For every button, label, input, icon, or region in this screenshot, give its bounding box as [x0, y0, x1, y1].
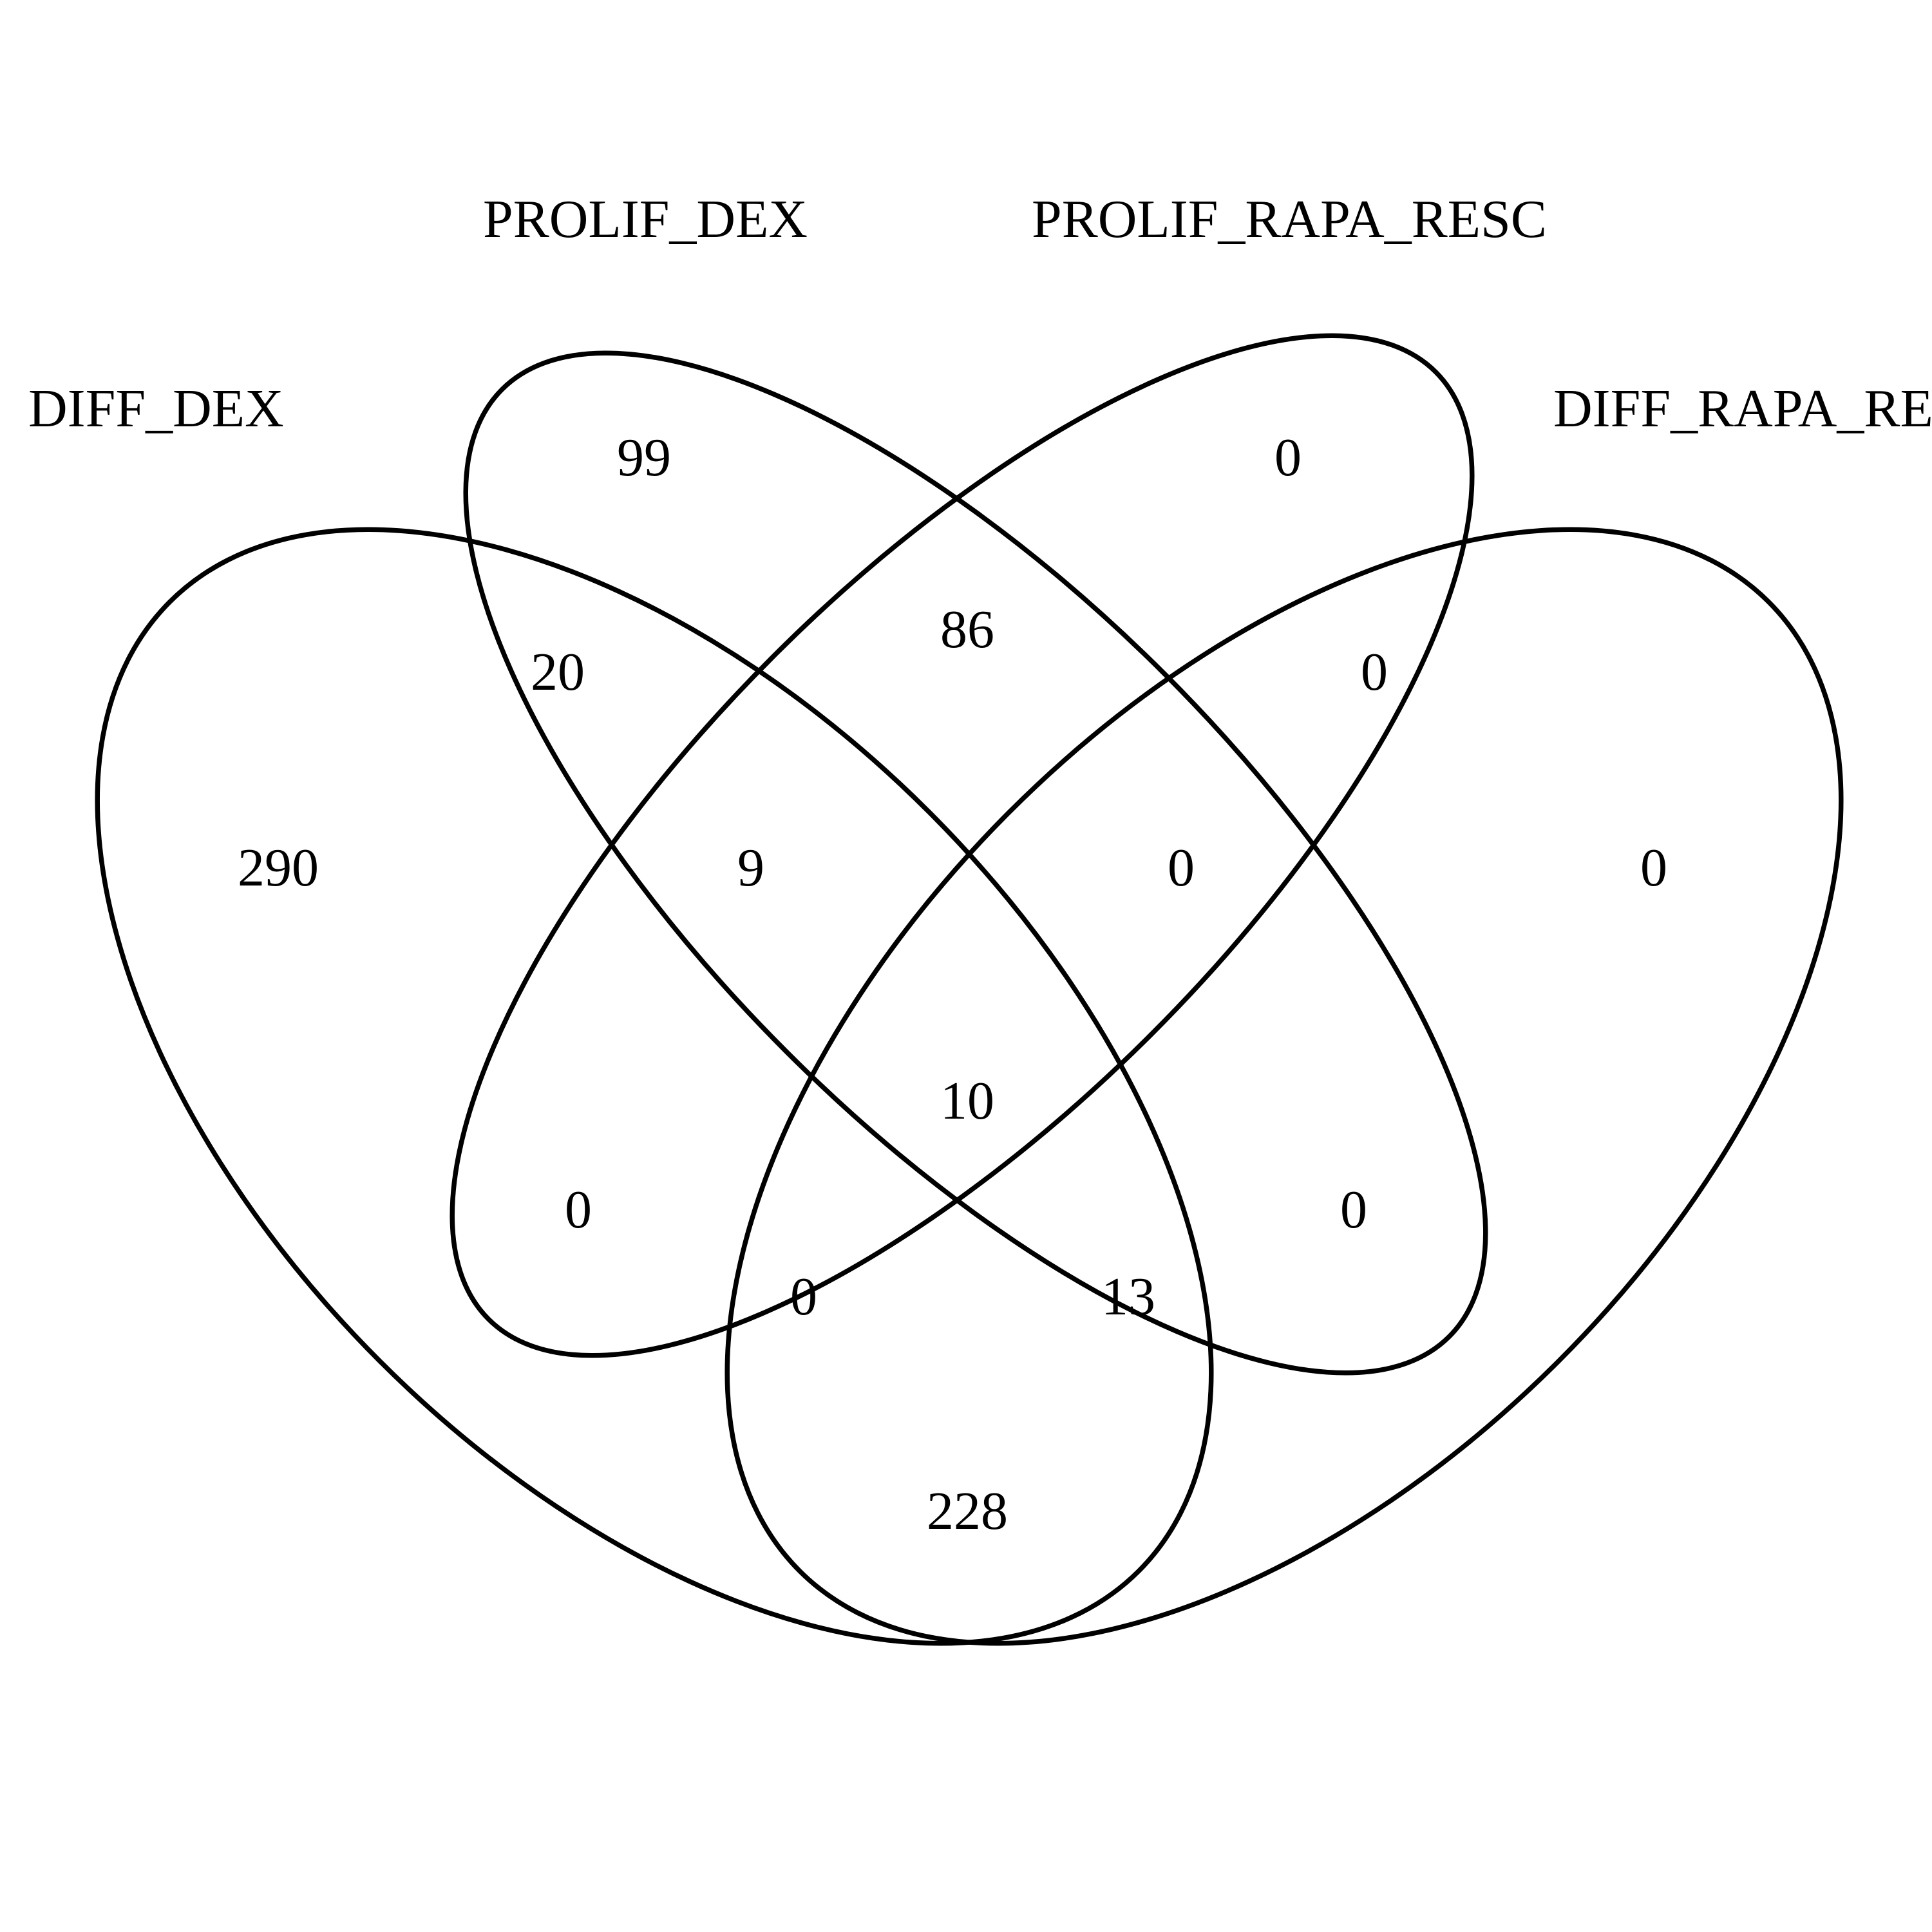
region-count-diff-dex-prolif-dex-diff-rapa-re: 13	[1101, 1267, 1155, 1327]
set-label-prolif-dex: PROLIF_DEX	[483, 189, 808, 249]
region-count-prolif-rapa-resc-diff-rapa-re: 0	[1361, 642, 1388, 702]
region-count-prolif-dex-prolif-rapa-resc: 86	[940, 600, 994, 659]
region-count-prolif-dex-diff-rapa-re: 0	[1340, 1180, 1367, 1240]
region-count-diff-dex-prolif-dex: 20	[531, 642, 585, 702]
region-count-diff-dex-diff-rapa-re: 228	[927, 1481, 1008, 1541]
set-label-prolif-rapa-resc: PROLIF_RAPA_RESC	[1032, 189, 1547, 249]
set-outline-diff-rapa-re	[724, 527, 1844, 1646]
region-counts: 290 99 0 0 20 86 0 9 0 10 0 0 0 13 228	[238, 428, 1667, 1541]
set-outline-diff-dex	[95, 527, 1214, 1646]
set-outline-prolif-dex	[463, 350, 1488, 1376]
region-count-diff-dex-prolif-rapa-resc: 0	[565, 1180, 592, 1240]
region-count-prolif-dex-prolif-rapa-resc-diff-rapa-re: 0	[1168, 838, 1195, 898]
set-label-diff-dex: DIFF_DEX	[28, 379, 284, 439]
region-count-diff-dex-prolif-rapa-resc-diff-rapa-re: 0	[790, 1267, 817, 1327]
region-count-diff-dex-prolif-dex-prolif-rapa-resc: 9	[737, 838, 764, 898]
region-count-diff-dex-only: 290	[238, 838, 319, 898]
region-count-diff-rapa-re-only: 0	[1640, 838, 1667, 898]
region-count-prolif-dex-only: 99	[617, 428, 671, 488]
region-count-prolif-rapa-resc-only: 0	[1274, 428, 1302, 488]
set-labels: DIFF_DEX PROLIF_DEX PROLIF_RAPA_RESC DIF…	[28, 189, 1932, 439]
region-count-all-four: 10	[940, 1071, 994, 1131]
set-label-diff-rapa-re: DIFF_RAPA_RE	[1553, 379, 1932, 439]
set-outline-prolif-rapa-resc	[450, 333, 1475, 1358]
set-outlines	[95, 333, 1844, 1646]
